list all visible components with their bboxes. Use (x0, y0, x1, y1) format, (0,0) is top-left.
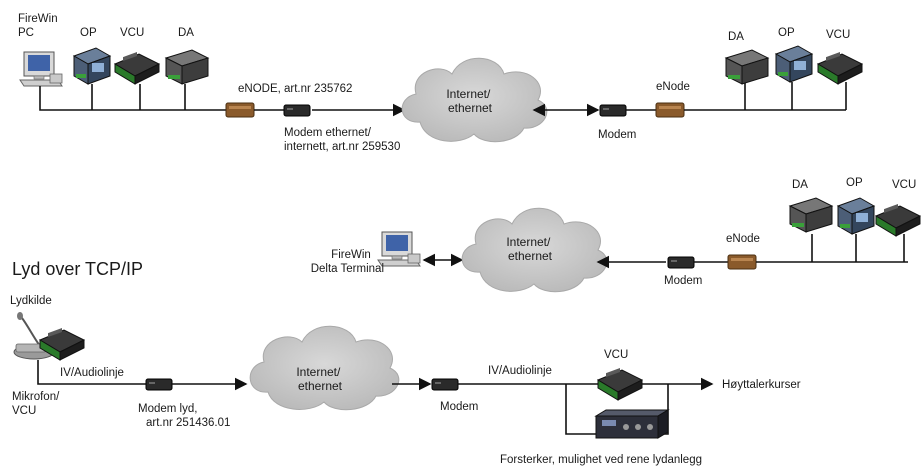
row2-enode-icon (727, 254, 757, 270)
row2-vcu-icon (875, 203, 921, 237)
delta-terminal-icon (377, 231, 421, 267)
op-panel-icon (73, 47, 111, 85)
row1-bus-line (39, 86, 226, 111)
vcu-label: VCU (120, 27, 144, 39)
row2-modem-icon (667, 256, 695, 269)
modem-lyd-icon (145, 378, 173, 391)
lydkilde-label: Lydkilde (10, 295, 52, 307)
internet-cloud: Internet/ ethernet (401, 57, 548, 143)
right-da-label: DA (728, 31, 744, 43)
vcu-icon (114, 51, 160, 85)
amplifier-label: Forsterker, mulighet ved rene lydanlegg (500, 454, 702, 466)
svg-text:Internet/ ethernet: Internet/ ethernet (446, 87, 493, 115)
enode-icon (225, 102, 255, 118)
da-label: DA (178, 27, 194, 39)
internet-cloud-2: Internet/ ethernet (461, 207, 608, 293)
row2-enode-label: eNode (726, 233, 760, 245)
row3-modem-label: Modem (440, 401, 478, 413)
row3: Lyd over TCP/IP Lydkilde Mikrofon/ VCU I… (10, 259, 801, 466)
row1: FireWin PC OP VCU DA eNODE, art.nr 23576… (18, 13, 863, 153)
audiolinje-left-label: IV/Audiolinje (60, 367, 124, 379)
delta-terminal-label: FireWin Delta Terminal (311, 249, 384, 275)
row3-vcu-icon (597, 367, 643, 401)
section-title: Lyd over TCP/IP (12, 259, 143, 279)
speaker-circuits-label: Høyttalerkurser (722, 379, 801, 391)
right-vcu-label: VCU (826, 29, 850, 41)
amplifier-icon (595, 409, 669, 439)
row2-op-panel-icon (837, 197, 875, 235)
row2-da-unit-icon (789, 197, 833, 233)
firewin-pc-icon (19, 51, 63, 87)
da-unit-icon (165, 49, 209, 85)
right-enode-label: eNode (656, 81, 690, 93)
audiolinje-right-label: IV/Audiolinje (488, 365, 552, 377)
modem-ethernet-label: Modem ethernet/ internett, art.nr 259530 (284, 127, 400, 153)
right-enode-icon (655, 102, 685, 118)
row2-modem-label: Modem (664, 275, 702, 287)
internet-cloud-3: Internet/ ethernet (249, 325, 400, 411)
right-vcu-icon (817, 51, 863, 85)
enode-label: eNODE, art.nr 235762 (238, 83, 352, 95)
firewin-pc-label: FireWin PC (18, 13, 61, 39)
row2-op-label: OP (846, 177, 863, 189)
right-modem-label: Modem (598, 129, 636, 141)
row3-vcu-label: VCU (604, 349, 628, 361)
svg-text:Internet/ ethernet: Internet/ ethernet (296, 365, 343, 393)
svg-text:Internet/ ethernet: Internet/ ethernet (506, 235, 553, 263)
modem-icon (283, 104, 311, 117)
row2-vcu-label: VCU (892, 179, 916, 191)
op-label: OP (80, 27, 97, 39)
modem-lyd-label: Modem lyd, art.nr 251436.01 (138, 403, 230, 429)
mic-vcu-label: Mikrofon/ VCU (12, 391, 63, 417)
row3-modem-icon (431, 378, 459, 391)
right-op-panel-icon (775, 45, 813, 83)
right-modem-icon (599, 104, 627, 117)
row2-da-label: DA (792, 179, 808, 191)
right-da-unit-icon (725, 49, 769, 85)
right-op-label: OP (778, 27, 795, 39)
row2: FireWin Delta Terminal Internet/ etherne… (311, 177, 921, 293)
